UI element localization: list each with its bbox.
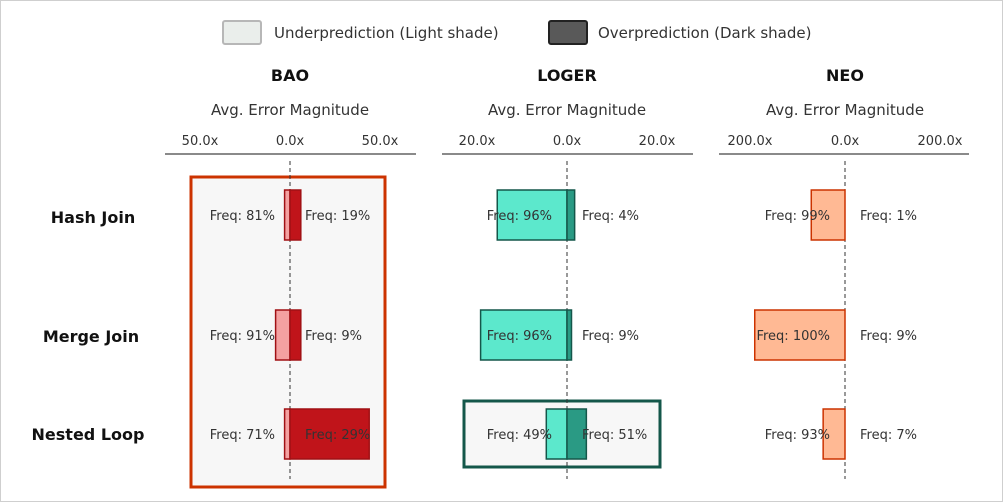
bar-under-merge-join [274,309,291,361]
row-label-hash-join: Hash Join [51,208,136,227]
tick-label-0: 20.0x [459,134,496,149]
freq-label-under-hash-join: Freq: 99% [765,209,830,224]
row-label-merge-join: Merge Join [43,327,139,346]
legend-label-under: Underprediction (Light shade) [274,24,499,42]
freq-label-under-hash-join: Freq: 81% [210,209,275,224]
bar-under-nested-loop [822,408,846,460]
tick-label-1: 0.0x [276,134,305,149]
tick-label-0: 200.0x [728,134,773,149]
tick-label-2: 50.0x [362,134,399,149]
legend: Underprediction (Light shade) Overpredic… [222,20,811,45]
bar-under-merge-join [754,309,846,361]
bar-over-hash-join [289,189,302,241]
freq-label-under-merge-join: Freq: 96% [487,329,552,344]
panel-title: BAO [271,66,309,85]
freq-label-over-merge-join: Freq: 9% [582,329,639,344]
tick-label-1: 0.0x [553,134,582,149]
freq-label-under-nested-loop: Freq: 93% [765,428,830,443]
freq-label-under-merge-join: Freq: 100% [756,329,830,344]
bar-over-nested-loop [566,408,588,460]
legend-label-over: Overprediction (Dark shade) [598,24,811,42]
freq-label-over-hash-join: Freq: 1% [860,209,917,224]
bar-under-merge-join [479,309,568,361]
panel-bao: BAO Avg. Error Magnitude 50.0x 0.0x 50.0xFre… [165,66,416,489]
bar-under-hash-join [283,189,291,241]
bar-under-hash-join [496,189,568,241]
panel-title: LOGER [537,66,597,85]
panel-neo: NEO Avg. Error Magnitude 200.0x 0.0x 200.0xF… [719,66,969,479]
freq-label-over-nested-loop: Freq: 29% [305,428,370,443]
freq-label-under-hash-join: Freq: 96% [487,209,552,224]
tick-label-0: 50.0x [182,134,219,149]
freq-label-under-nested-loop: Freq: 49% [487,428,552,443]
row-label-nested-loop: Nested Loop [32,425,145,444]
legend-swatch-over [548,20,588,45]
bar-over-merge-join [289,309,302,361]
row-labels: Hash Join Merge Join Nested Loop [32,208,145,444]
freq-label-over-nested-loop: Freq: 51% [582,428,647,443]
freq-label-under-nested-loop: Freq: 71% [210,428,275,443]
freq-label-over-merge-join: Freq: 9% [860,329,917,344]
legend-swatch-under [222,20,262,45]
freq-label-over-merge-join: Freq: 9% [305,329,362,344]
bar-over-hash-join [566,189,576,241]
bar-under-nested-loop [283,408,291,460]
panel-title: NEO [826,66,864,85]
tick-label-2: 200.0x [918,134,963,149]
axis-title: Avg. Error Magnitude [211,101,369,119]
freq-label-over-nested-loop: Freq: 7% [860,428,917,443]
bar-under-hash-join [810,189,846,241]
freq-label-over-hash-join: Freq: 19% [305,209,370,224]
freq-label-over-hash-join: Freq: 4% [582,209,639,224]
panel-loger: LOGER Avg. Error Magnitude 20.0x 0.0x 20.0xF… [442,66,693,479]
axis-title: Avg. Error Magnitude [488,101,646,119]
bar-over-nested-loop [289,408,370,460]
chart-panels: BAO Avg. Error Magnitude 50.0x 0.0x 50.0xFre… [165,66,969,489]
axis-title: Avg. Error Magnitude [766,101,924,119]
tick-label-2: 20.0x [639,134,676,149]
freq-label-under-merge-join: Freq: 91% [210,329,275,344]
tick-label-1: 0.0x [831,134,860,149]
bar-over-merge-join [566,309,573,361]
